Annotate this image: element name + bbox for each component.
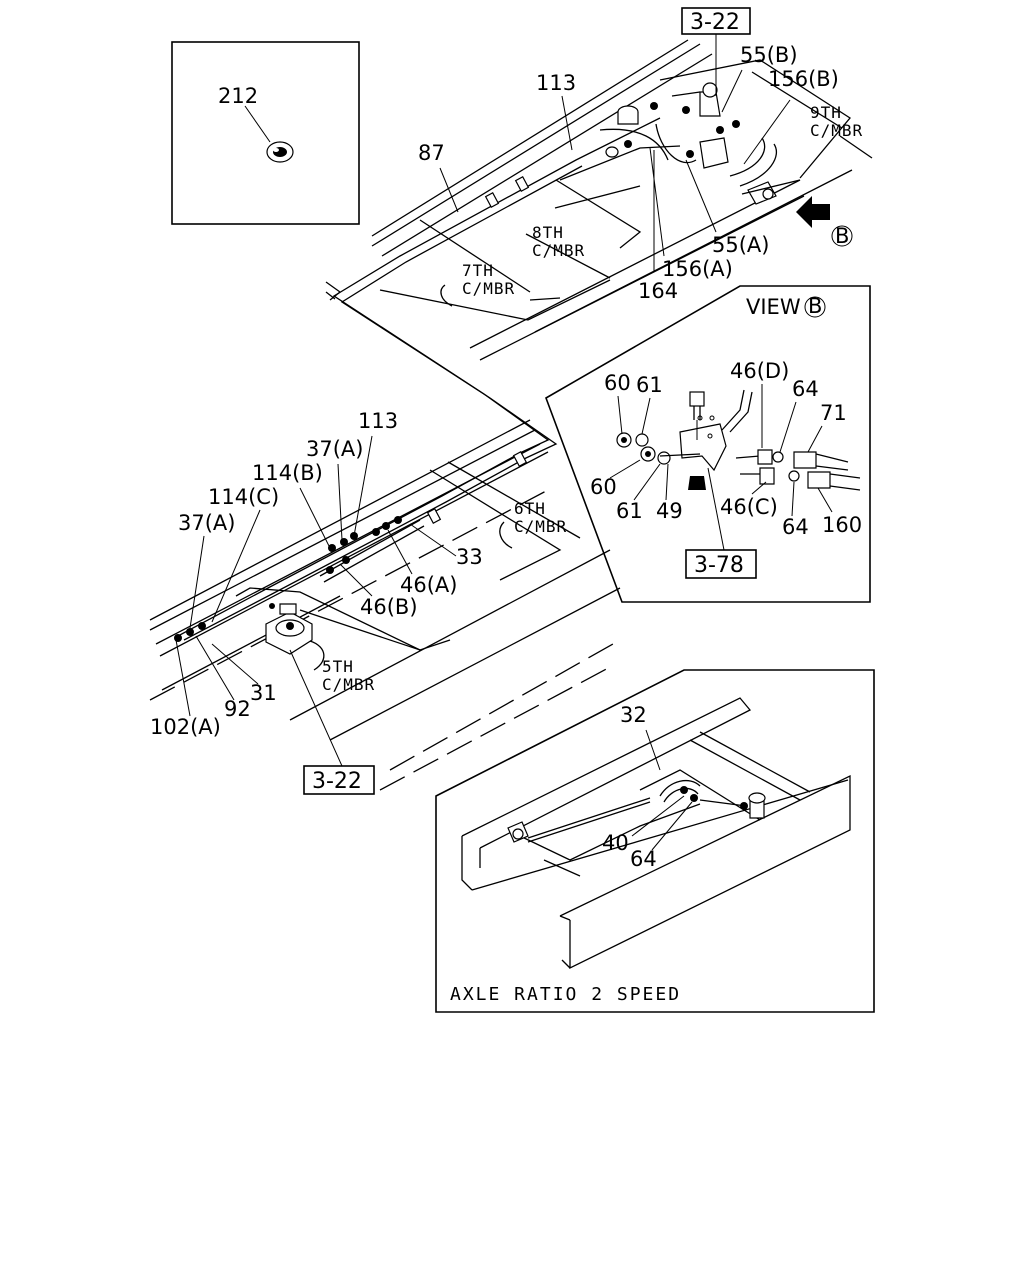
svg-text:46(B): 46(B): [360, 595, 418, 619]
svg-text:64: 64: [782, 515, 809, 539]
svg-text:61: 61: [636, 373, 663, 397]
svg-text:9TH: 9TH: [810, 103, 842, 122]
svg-text:33: 33: [456, 545, 483, 569]
svg-text:VIEW: VIEW: [746, 295, 801, 319]
svg-text:32: 32: [620, 703, 647, 727]
brake-pipe-main: [177, 117, 661, 641]
svg-text:55(A): 55(A): [712, 233, 769, 257]
reference-box-top: 3-22: [681, 7, 751, 96]
svg-text:6TH: 6TH: [514, 499, 546, 518]
svg-text:156(A): 156(A): [662, 257, 733, 281]
svg-text:3-22: 3-22: [690, 10, 740, 35]
relay-valve-assembly: [554, 82, 801, 209]
svg-text:64: 64: [792, 377, 819, 401]
view-b-marker: B: [831, 224, 853, 248]
crossmember-7th: 7TH C/MBR: [379, 219, 611, 321]
svg-text:37(A): 37(A): [178, 511, 235, 535]
svg-text:64: 64: [630, 847, 657, 871]
svg-text:31: 31: [250, 681, 277, 705]
view-b-arrow-icon: [796, 196, 830, 228]
svg-text:46(A): 46(A): [400, 573, 457, 597]
svg-text:C/MBR: C/MBR: [462, 279, 515, 298]
svg-text:156(B): 156(B): [768, 67, 839, 91]
svg-text:C/MBR: C/MBR: [514, 517, 567, 536]
svg-text:114(C): 114(C): [208, 485, 279, 509]
svg-text:AXLE RATIO 2 SPEED: AXLE RATIO 2 SPEED: [450, 984, 681, 1005]
callouts-lower: 113 37(A) 114(B) 114(C) 37(A) 33 46(A) 4…: [150, 409, 483, 739]
crossmember-5th: 5TH C/MBR: [235, 587, 451, 694]
svg-text:113: 113: [358, 409, 398, 433]
svg-text:46(C): 46(C): [720, 495, 778, 519]
inset-part-212: 212: [171, 41, 360, 225]
svg-text:3-78: 3-78: [694, 553, 744, 578]
svg-text:8TH: 8TH: [532, 223, 564, 242]
svg-text:102(A): 102(A): [150, 715, 221, 739]
svg-text:164: 164: [638, 279, 678, 303]
svg-text:C/MBR: C/MBR: [322, 675, 375, 694]
callouts-upper: 113 55(B) 156(B) 87 55(A) 156(A) 164: [418, 43, 839, 303]
svg-text:C/MBR: C/MBR: [810, 121, 863, 140]
svg-text:60: 60: [590, 475, 617, 499]
crossmember-8th: 8TH C/MBR: [525, 179, 642, 279]
svg-text:46(D): 46(D): [730, 359, 789, 383]
reference-box-bottom: 3-22: [289, 649, 375, 795]
callout-212: 212: [218, 84, 258, 108]
axle-ratio-inset: 32 40 64 AXLE RATIO 2 SPEED: [435, 669, 875, 1013]
svg-text:C/MBR: C/MBR: [532, 241, 585, 260]
svg-text:87: 87: [418, 141, 445, 165]
crossmember-6th: 6TH C/MBR: [429, 461, 581, 581]
svg-text:71: 71: [820, 401, 847, 425]
svg-text:92: 92: [224, 697, 251, 721]
view-b-panel: VIEW B 60 6: [545, 285, 871, 603]
svg-text:B: B: [808, 294, 822, 318]
svg-text:B: B: [835, 224, 849, 248]
svg-text:160: 160: [822, 513, 862, 537]
svg-text:5TH: 5TH: [322, 657, 354, 676]
crossmember-9th: 9TH C/MBR: [810, 103, 863, 140]
svg-text:3-22: 3-22: [312, 769, 362, 794]
svg-text:114(B): 114(B): [252, 461, 323, 485]
svg-text:60: 60: [604, 371, 631, 395]
valve-5th-cmbr: [265, 603, 313, 655]
svg-text:49: 49: [656, 499, 683, 523]
svg-text:61: 61: [616, 499, 643, 523]
grommet-icon: [266, 141, 294, 163]
svg-text:113: 113: [536, 71, 576, 95]
pipe-joints-lower: [174, 516, 425, 642]
crossmember-7th-label: 7TH: [462, 261, 494, 280]
svg-text:40: 40: [602, 831, 629, 855]
svg-text:55(B): 55(B): [740, 43, 798, 67]
svg-text:37(A): 37(A): [306, 437, 363, 461]
